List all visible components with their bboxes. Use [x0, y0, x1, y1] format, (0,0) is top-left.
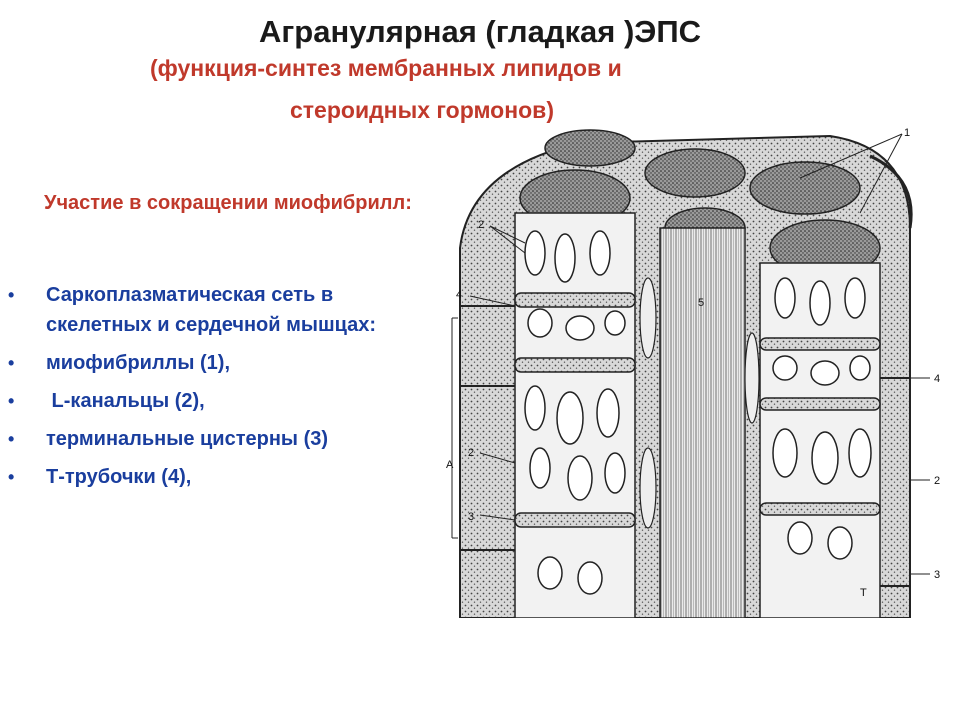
t-tubules	[460, 305, 910, 587]
label-5: 5	[698, 297, 704, 309]
terminal-cisterns	[514, 292, 881, 528]
cell-membrane-edge	[869, 154, 913, 229]
bullet-text: Т-трубочки (4),	[46, 466, 192, 488]
subtitle-line-1: (функция-синтез мембранных липидов и	[150, 55, 622, 81]
bullet-dot-icon: •	[8, 467, 15, 487]
bullet-list: • Саркоплазматическая сеть в скелетных и…	[8, 280, 438, 500]
label-2-right: 2	[934, 475, 940, 487]
bullet-item: • L-канальцы (2),	[8, 386, 438, 416]
bullet-item: • терминальные цистерны (3)	[8, 424, 438, 454]
label-2-top: 2	[478, 219, 484, 231]
bullet-item: • миофибриллы (1),	[8, 348, 438, 378]
section-heading: Участие в сокращении миофибрилл:	[44, 192, 412, 214]
mitochondria	[639, 277, 760, 529]
bullet-text: Саркоплазматическая сеть в скелетных и с…	[46, 284, 377, 336]
bullet-text: L-канальцы (2),	[46, 390, 205, 412]
reticulum-network-right	[772, 277, 872, 560]
bullet-dot-icon: •	[8, 429, 15, 449]
bullet-item: • Саркоплазматическая сеть в скелетных и…	[8, 280, 438, 340]
label-4-right: 4	[934, 373, 940, 385]
myofibril-striated	[659, 227, 746, 618]
label-2-left: 2	[468, 447, 474, 459]
label-3-right: 3	[934, 569, 940, 581]
sarcoplasmic-reticulum-diagram: 1 2 4 5 4 A 2 2 3 3 T	[446, 127, 940, 618]
label-4-left: 4	[456, 289, 462, 301]
fibril-cap	[749, 161, 861, 215]
bullet-text: миофибриллы (1),	[46, 352, 231, 374]
a-band-bracket	[451, 317, 458, 539]
bullet-item: • Т-трубочки (4),	[8, 462, 438, 492]
fibril-cap	[644, 148, 746, 198]
subtitle-line-2: стероидных гормонов)	[290, 97, 554, 123]
fibril-cap	[544, 129, 636, 167]
bullet-dot-icon: •	[8, 285, 15, 305]
label-t: T	[860, 587, 867, 599]
reticulum-network-left	[524, 230, 626, 595]
leader-lines	[469, 133, 930, 575]
bullet-dot-icon: •	[8, 391, 15, 411]
bullet-text: терминальные цистерны (3)	[46, 428, 329, 450]
slide-title: Агранулярная (гладкая )ЭПС	[259, 14, 701, 49]
label-1: 1	[904, 127, 910, 139]
label-a: A	[446, 459, 454, 471]
label-3-left: 3	[468, 511, 474, 523]
bullet-dot-icon: •	[8, 353, 15, 373]
